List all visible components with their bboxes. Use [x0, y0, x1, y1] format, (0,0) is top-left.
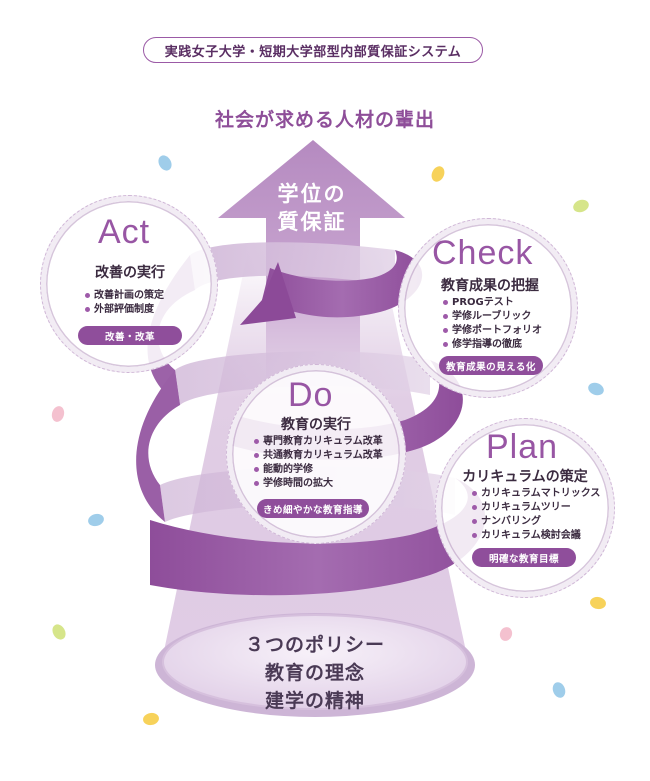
petal-icon	[51, 406, 65, 422]
petal-icon	[552, 682, 566, 698]
do-items: 専門教育カリキュラム改革 共通教育カリキュラム改革 能動的学修 学修時間の拡大	[254, 435, 383, 491]
act-item: 改善計画の策定	[85, 289, 164, 303]
petal-icon	[588, 382, 604, 396]
check-subtitle: 教育成果の把握	[441, 278, 539, 294]
act-item: 外部評価制度	[85, 303, 164, 317]
do-item: 共通教育カリキュラム改革	[254, 449, 383, 463]
do-button[interactable]: きめ細やかな教育指導	[257, 499, 369, 518]
petal-icon	[573, 199, 589, 213]
petal-icon	[499, 627, 513, 641]
plan-item: カリキュラムツリー	[472, 501, 600, 515]
headline: 社会が求める人材の輩出	[214, 109, 435, 131]
plan-item: カリキュラム検討会議	[472, 529, 600, 543]
do-item: 能動的学修	[254, 463, 383, 477]
check-items: PROGテスト 学修ルーブリック 学修ポートフォリオ 修学指導の徹底	[443, 296, 542, 352]
check-item: 修学指導の徹底	[443, 338, 542, 352]
base-line1: ３つのポリシー	[244, 634, 385, 656]
do-subtitle: 教育の実行	[281, 417, 351, 433]
do-item: 学修時間の拡大	[254, 477, 383, 491]
petal-icon	[431, 166, 445, 182]
plan-circle	[435, 418, 615, 598]
do-item: 専門教育カリキュラム改革	[254, 435, 383, 449]
petal-icon	[158, 155, 172, 171]
arrow-label-line1: 学位の	[277, 182, 347, 206]
check-item: 学修ルーブリック	[443, 310, 542, 324]
check-item: PROGテスト	[443, 296, 542, 310]
base-line2: 教育の理念	[264, 662, 365, 684]
ribbon-front-1	[262, 250, 423, 318]
plan-items: カリキュラムマトリックス カリキュラムツリー ナンバリング カリキュラム検討会議	[472, 487, 600, 543]
petal-icon	[590, 596, 606, 610]
plan-title: Plan	[486, 428, 559, 466]
system-title: 実践女子大学・短期大学部型内部質保証システム	[143, 37, 483, 63]
petal-icon	[88, 513, 104, 527]
ribbon-front-5	[150, 478, 486, 596]
check-button[interactable]: 教育成果の見える化	[439, 356, 543, 375]
plan-subtitle: カリキュラムの策定	[462, 469, 588, 485]
plan-item: ナンバリング	[472, 515, 600, 529]
act-items: 改善計画の策定 外部評価制度	[85, 289, 164, 317]
act-title: Act	[98, 213, 151, 251]
ribbon-arrow-tip	[240, 262, 296, 325]
act-button[interactable]: 改善・改革	[78, 326, 182, 345]
do-title: Do	[288, 376, 334, 414]
plan-item: カリキュラムマトリックス	[472, 487, 600, 501]
ribbon-front-4	[136, 370, 180, 522]
plan-button[interactable]: 明確な教育目標	[472, 548, 576, 567]
check-title: Check	[432, 234, 534, 272]
ribbon-back-1	[190, 242, 395, 290]
act-subtitle: 改善の実行	[95, 265, 165, 281]
arrow-label-line2: 質保証	[277, 210, 347, 234]
petal-icon	[143, 712, 159, 726]
petal-icon	[52, 624, 66, 640]
check-item: 学修ポートフォリオ	[443, 324, 542, 338]
base-line3: 建学の精神	[264, 690, 365, 712]
base-pedestal	[162, 614, 468, 710]
